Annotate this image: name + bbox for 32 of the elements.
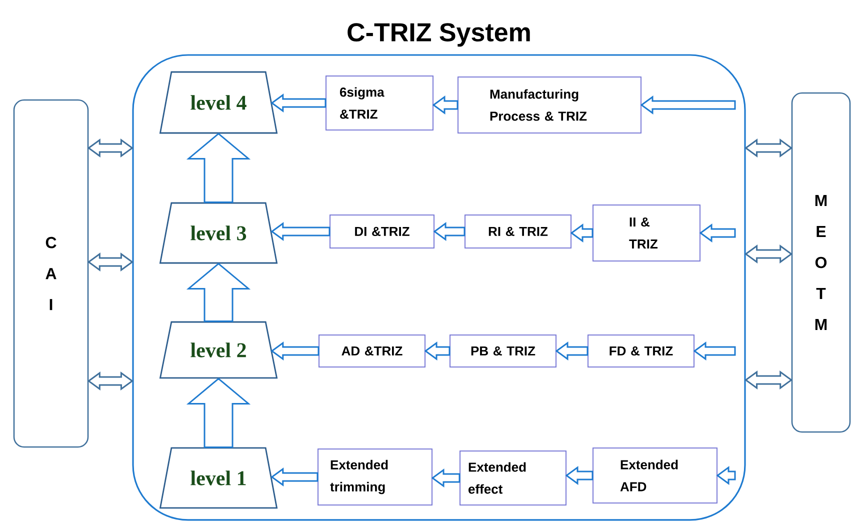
node-label: C-TRIZ System (348, 23, 530, 47)
arrow (424, 342, 450, 360)
arrow (433, 222, 466, 241)
process-box: RI & TRIZ (464, 214, 572, 248)
arrow (565, 466, 594, 485)
arrow (716, 466, 736, 485)
process-box: FD & TRIZ (588, 334, 694, 368)
process-box: Manufacturing Process & TRIZ (458, 76, 642, 134)
arrow (186, 132, 251, 204)
arrow (570, 224, 594, 242)
arrow (640, 96, 736, 114)
side-box: C A I (13, 99, 89, 448)
arrow (432, 96, 458, 114)
arrow (431, 468, 460, 488)
arrow (270, 222, 330, 241)
process-box: Extended AFD (592, 447, 718, 504)
process-box: DI &TRIZ (330, 214, 434, 248)
process-box: AD &TRIZ (318, 334, 426, 368)
arrow (186, 262, 251, 322)
arrow (186, 378, 251, 448)
side-box: M E O T M (791, 92, 851, 433)
process-box: II & TRIZ (592, 204, 700, 262)
process-box: 6sigma &TRIZ (326, 76, 434, 130)
arrow (699, 224, 736, 242)
process-box: PB & TRIZ (450, 334, 556, 368)
arrow (555, 342, 588, 360)
process-box: Extended trimming (318, 448, 432, 506)
arrow (270, 94, 326, 112)
arrow (270, 468, 318, 486)
process-box: Extended effect (460, 450, 566, 506)
arrow (270, 342, 320, 360)
arrow (693, 342, 736, 360)
